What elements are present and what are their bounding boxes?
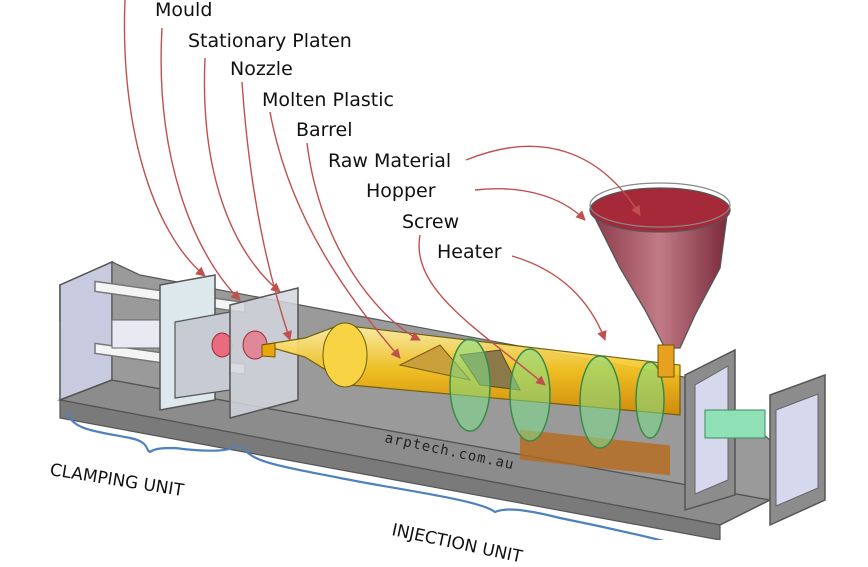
label-hopper: Hopper <box>366 180 436 202</box>
label-barrel: Barrel <box>296 119 353 141</box>
label-stationary-platen: Stationary Platen <box>188 30 352 52</box>
mould-cavity <box>211 332 233 358</box>
leader-lines <box>123 0 641 386</box>
machine-diagram <box>57 0 826 540</box>
hopper <box>589 182 731 378</box>
label-raw-material: Raw Material <box>328 150 452 172</box>
label-mould: Mould <box>155 0 213 21</box>
label-heater: Heater <box>437 241 502 263</box>
label-screw: Screw <box>402 211 460 233</box>
drive-shaft <box>704 409 766 439</box>
label-nozzle: Nozzle <box>230 58 293 80</box>
label-molten-plastic: Molten Plastic <box>262 89 394 111</box>
heater-bands <box>449 338 665 449</box>
section-braces <box>66 411 665 540</box>
